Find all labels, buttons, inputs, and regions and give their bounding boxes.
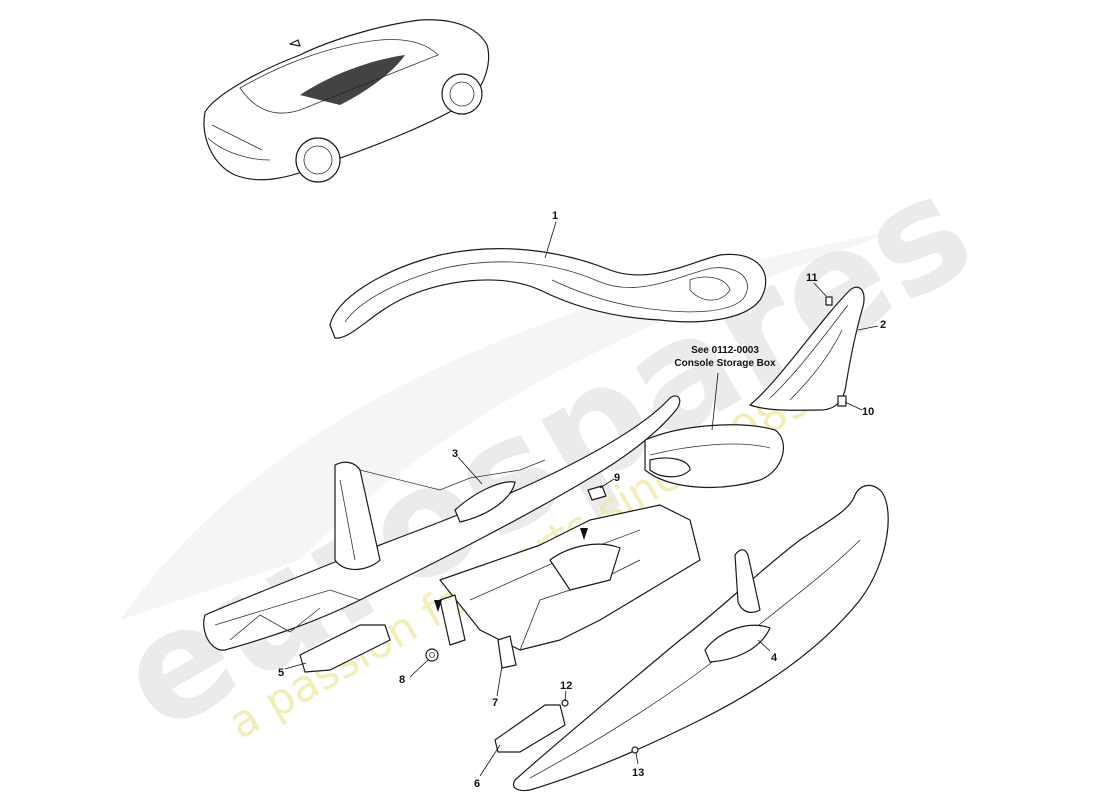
reference-note: See 0112-0003 Console Storage Box bbox=[640, 344, 810, 370]
watermark-swoosh bbox=[120, 230, 900, 620]
small-fixings bbox=[299, 296, 847, 754]
callout-6: 6 bbox=[474, 778, 480, 790]
callout-11: 11 bbox=[806, 272, 818, 284]
leader-lines bbox=[284, 221, 879, 777]
part-10-clip bbox=[837, 395, 847, 407]
callout-5: 5 bbox=[278, 667, 284, 679]
callout-1: 1 bbox=[552, 210, 558, 222]
callout-12: 12 bbox=[560, 680, 572, 692]
callout-8: 8 bbox=[399, 674, 405, 686]
reference-note-description: Console Storage Box bbox=[674, 358, 776, 369]
callout-7: 7 bbox=[492, 697, 498, 709]
callout-2: 2 bbox=[880, 319, 886, 331]
callout-10: 10 bbox=[862, 406, 874, 418]
part-2-side-trim-panel bbox=[749, 286, 865, 411]
car-thumbnail-illustration bbox=[203, 19, 490, 183]
part-8-clip bbox=[425, 648, 439, 662]
part-13-screw bbox=[631, 746, 639, 754]
callout-9: 9 bbox=[614, 472, 620, 484]
part-4-console-side-panel-right bbox=[512, 484, 889, 792]
part-3-console-side-panel-left bbox=[203, 395, 681, 651]
watermark: eurospares a passion for parts since 198… bbox=[91, 141, 999, 766]
part-5-bracket bbox=[299, 624, 391, 673]
console-storage-box-outline bbox=[644, 424, 784, 489]
callout-labels: 1 2 3 4 5 6 7 8 9 10 11 12 13 bbox=[278, 210, 886, 790]
callout-4: 4 bbox=[771, 652, 778, 664]
callout-3: 3 bbox=[452, 448, 458, 460]
callout-13: 13 bbox=[632, 767, 644, 779]
part-1-upper-trim-surround bbox=[329, 248, 767, 339]
reference-note-part-number: See 0112-0003 bbox=[691, 345, 759, 356]
part-6-bracket bbox=[494, 704, 566, 753]
part-11-screw bbox=[825, 296, 833, 306]
watermark-brand: eurospares bbox=[91, 141, 999, 766]
central-support-frame bbox=[439, 504, 701, 669]
part-9-grommet bbox=[587, 485, 607, 501]
